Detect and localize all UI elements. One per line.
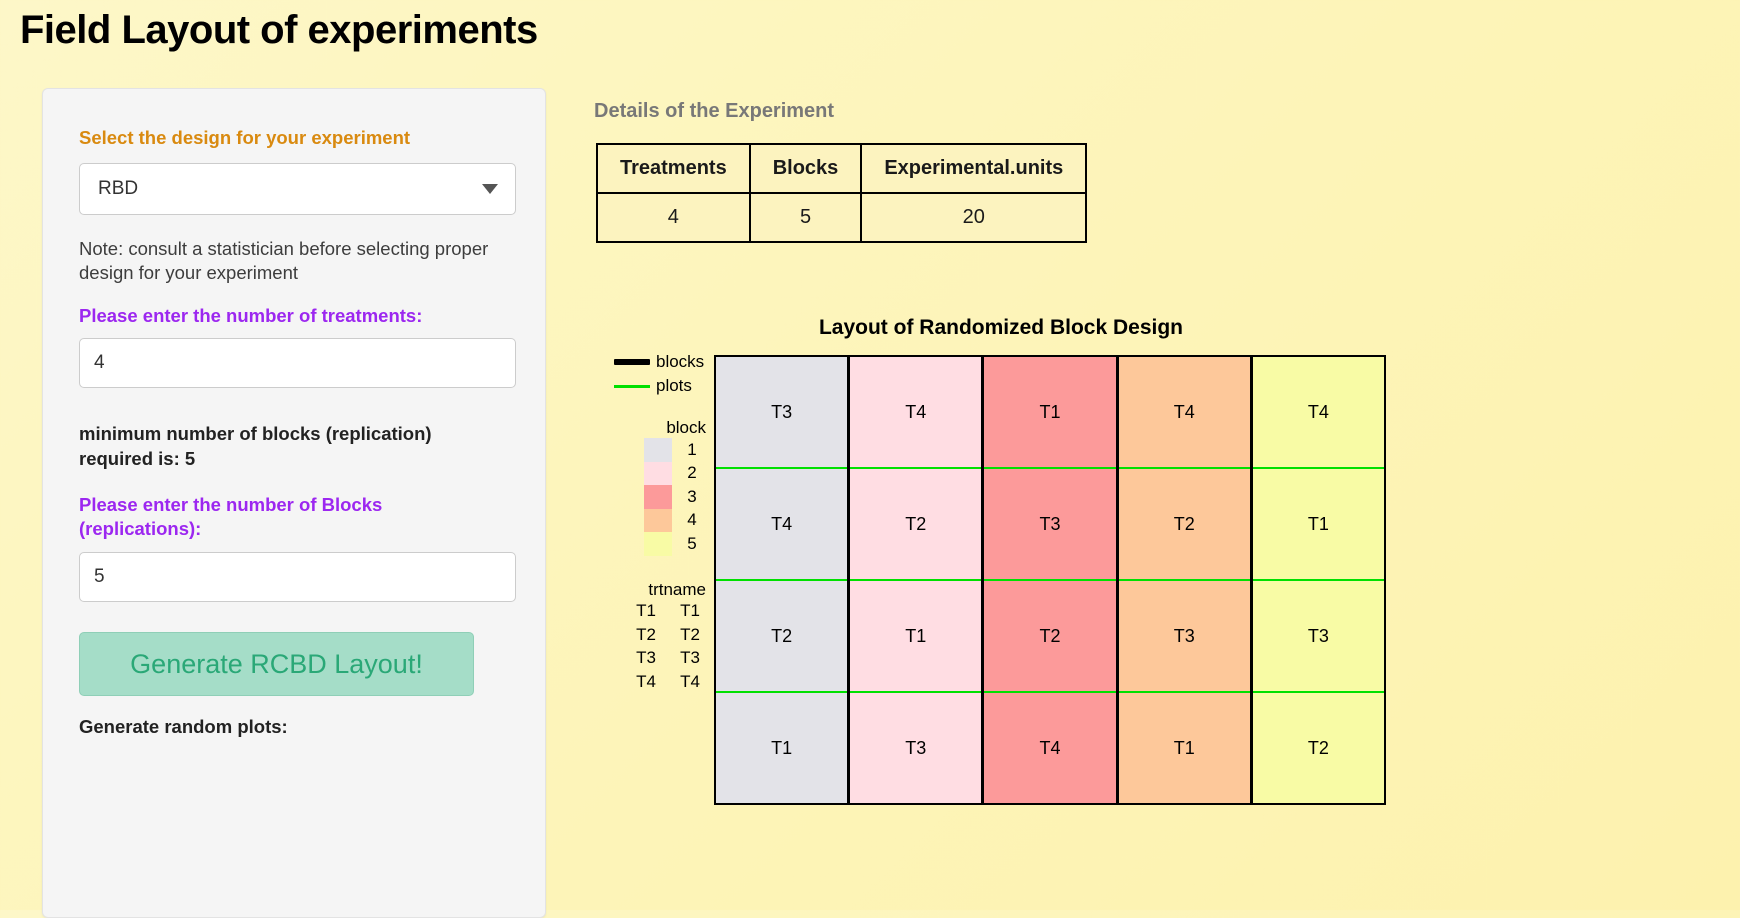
plot-cell: T4 bbox=[850, 357, 982, 469]
legend-title-block: block bbox=[666, 418, 706, 437]
table-header-row: Treatments Blocks Experimental.units bbox=[596, 143, 1088, 194]
table-row: 4 5 20 bbox=[596, 192, 1088, 243]
legend-swatch-item: 4 bbox=[594, 508, 712, 532]
block-swatch-label-4: 4 bbox=[687, 510, 697, 530]
column-header-experimental-units: Experimental.units bbox=[860, 143, 1088, 194]
treatments-input-label: Please enter the number of treatments: bbox=[79, 304, 423, 326]
details-table: Treatments Blocks Experimental.units 4 5… bbox=[596, 143, 1088, 243]
block-color-swatch-5 bbox=[644, 532, 672, 556]
plots-line-icon bbox=[614, 384, 650, 388]
legend-swatch-item: 5 bbox=[594, 532, 712, 556]
trt-legend-right-3: T3 bbox=[680, 648, 700, 668]
plot-cell: T3 bbox=[716, 357, 848, 469]
block-column-4: T4 T2 T3 T1 bbox=[1118, 357, 1253, 803]
page-title: Field Layout of experiments bbox=[20, 8, 538, 52]
trt-legend-left-3: T3 bbox=[636, 648, 656, 668]
legend-item-blocks: blocks bbox=[594, 350, 712, 374]
plot-cell: T2 bbox=[1307, 737, 1329, 758]
trt-legend-item: T1 T1 bbox=[594, 600, 712, 624]
legend-swatch-item: 3 bbox=[594, 485, 712, 509]
design-select[interactable]: RBD bbox=[79, 163, 516, 215]
trt-legend-right-2: T2 bbox=[680, 624, 700, 644]
design-select-label: Select the design for your experiment bbox=[79, 127, 411, 148]
plot-cell: T4 bbox=[716, 469, 848, 581]
plot-cell: T1 bbox=[984, 357, 1116, 469]
block-column-1: T3 T4 T2 T1 bbox=[716, 357, 851, 803]
plot-cell: T2 bbox=[1118, 469, 1250, 581]
trt-legend-left-4: T4 bbox=[636, 671, 656, 691]
trt-legend-left-2: T2 bbox=[636, 624, 656, 644]
plot-legend: blocks plots block 1 2 3 4 5 trtname bbox=[594, 350, 712, 694]
rcbd-layout-plot: blocks plots block 1 2 3 4 5 trtname bbox=[594, 350, 1394, 810]
block-column-2: T4 T2 T1 T3 bbox=[850, 357, 985, 803]
legend-title-trtname: trtname bbox=[648, 579, 706, 599]
plot-cell: T4 bbox=[1039, 737, 1061, 758]
trt-legend-item: T4 T4 bbox=[594, 670, 712, 694]
block-color-swatch-2 bbox=[644, 461, 672, 485]
plot-cell: T4 bbox=[1252, 357, 1385, 469]
column-header-treatments: Treatments bbox=[596, 143, 751, 194]
trt-legend-item: T2 T2 bbox=[594, 623, 712, 647]
block-swatch-label-1: 1 bbox=[687, 439, 697, 459]
legend-label-blocks: blocks bbox=[656, 352, 705, 371]
design-select-wrapper[interactable]: RBD bbox=[79, 163, 516, 215]
trt-legend-right-4: T4 bbox=[680, 671, 700, 691]
block-swatch-label-5: 5 bbox=[687, 533, 697, 553]
block-column-3: T1 T3 T2 T4 bbox=[984, 357, 1119, 803]
block-color-swatch-4 bbox=[644, 508, 672, 532]
plot-title: Layout of Randomized Block Design bbox=[818, 316, 1184, 339]
blocks-line-icon bbox=[614, 359, 650, 365]
plot-cell: T2 bbox=[716, 581, 848, 693]
generate-random-plots-label: Generate random plots: bbox=[79, 715, 288, 737]
cell-experimental-units: 20 bbox=[860, 192, 1088, 243]
legend-item-plots: plots bbox=[594, 374, 712, 398]
plot-cell: T2 bbox=[984, 581, 1116, 693]
plot-cell: T4 bbox=[1118, 357, 1250, 469]
plot-cell: T2 bbox=[850, 469, 982, 581]
details-heading: Details of the Experiment bbox=[594, 100, 835, 122]
minimum-blocks-note: minimum number of blocks (replication) r… bbox=[79, 423, 432, 469]
column-header-blocks: Blocks bbox=[748, 143, 863, 194]
plot-cell: T1 bbox=[771, 737, 793, 758]
block-swatch-label-2: 2 bbox=[687, 463, 697, 483]
treatments-input[interactable]: 4 bbox=[79, 338, 516, 389]
trt-legend-item: T3 T3 bbox=[594, 647, 712, 671]
trt-legend-right-1: T1 bbox=[680, 601, 700, 621]
plot-cell: T3 bbox=[984, 469, 1116, 581]
plot-cell: T3 bbox=[1252, 581, 1385, 693]
control-sidebar: Select the design for your experiment RB… bbox=[42, 88, 546, 918]
trt-legend-left-1: T1 bbox=[636, 601, 656, 621]
plot-cell: T3 bbox=[1118, 581, 1250, 693]
plot-cell: T1 bbox=[1252, 469, 1385, 581]
plot-cell: T3 bbox=[905, 737, 927, 758]
cell-treatments: 4 bbox=[596, 192, 751, 243]
field-layout-grid: T3 T4 T2 T1 T4 T2 T1 T3 T1 T3 T2 T4 T4 T… bbox=[714, 355, 1386, 805]
legend-swatch-item: 1 bbox=[594, 438, 712, 462]
statistician-note: Note: consult a statistician before sele… bbox=[79, 238, 489, 284]
plot-cell: T1 bbox=[1173, 737, 1195, 758]
plot-cell: T1 bbox=[850, 581, 982, 693]
cell-blocks: 5 bbox=[748, 192, 863, 243]
legend-label-plots: plots bbox=[656, 376, 692, 395]
block-color-swatch-1 bbox=[644, 438, 672, 462]
blocks-input[interactable]: 5 bbox=[79, 551, 516, 602]
legend-swatch-item: 2 bbox=[594, 461, 712, 485]
blocks-input-label: Please enter the number of Blocks (repli… bbox=[79, 494, 383, 540]
generate-rcbd-layout-button[interactable]: Generate RCBD Layout! bbox=[79, 631, 474, 696]
block-color-swatch-3 bbox=[644, 485, 672, 509]
block-column-5: T4 T1 T3 T2 bbox=[1252, 357, 1385, 803]
block-swatch-label-3: 3 bbox=[687, 486, 697, 506]
